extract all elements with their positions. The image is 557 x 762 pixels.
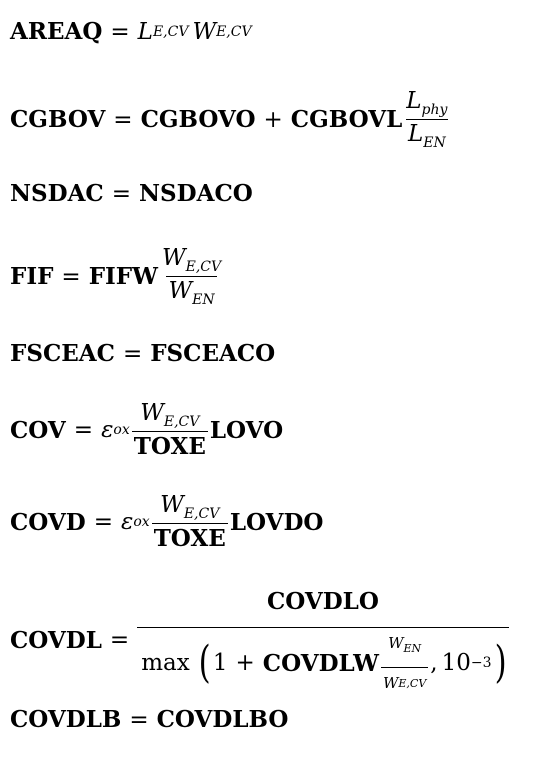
eq-term: CGBOVO bbox=[140, 106, 256, 133]
eq-term: LOVO bbox=[209, 416, 284, 444]
eq-lhs: COVDL bbox=[10, 626, 102, 654]
eq-exponent: −3 bbox=[470, 655, 492, 671]
eq-subscript: E,CV bbox=[185, 259, 222, 275]
eq-epsilon: ε bbox=[121, 509, 134, 535]
eq-equals: = bbox=[109, 627, 130, 653]
frac-denominator: W bbox=[168, 278, 193, 304]
eq-lhs: COV bbox=[10, 416, 66, 444]
eq-term: W bbox=[192, 18, 217, 45]
eq-equals: = bbox=[61, 263, 81, 290]
eq-term: FIFW bbox=[88, 263, 158, 290]
eq-subscript: E,CV bbox=[398, 676, 427, 690]
eq-equals: = bbox=[122, 340, 143, 367]
eq-left-paren: ( bbox=[198, 637, 211, 688]
eq-fraction: WE,CV TOXE bbox=[151, 492, 228, 552]
eq-subscript: phy bbox=[421, 102, 448, 118]
frac-numerator: COVDLO bbox=[266, 588, 379, 615]
eq-equals: = bbox=[110, 18, 130, 45]
eq-equals: = bbox=[111, 180, 132, 207]
eq-equals: = bbox=[129, 706, 149, 733]
eq-plus: + bbox=[263, 106, 283, 133]
eq-subscript: E,CV bbox=[183, 506, 220, 522]
frac-numerator: L bbox=[406, 88, 422, 114]
frac-denominator: L bbox=[407, 121, 424, 147]
frac-numerator: W bbox=[388, 634, 404, 652]
eq-term: LOVDO bbox=[229, 508, 324, 536]
eq-subscript: E,CV bbox=[152, 23, 189, 40]
equation-fsceac: FSCEAC = FSCEACO bbox=[10, 340, 275, 367]
frac-numerator: W bbox=[161, 245, 186, 271]
frac-numerator: W bbox=[140, 400, 164, 426]
eq-subscript: EN bbox=[403, 642, 422, 655]
eq-plus: + bbox=[235, 650, 255, 676]
eq-subscript: EN bbox=[423, 135, 446, 151]
eq-equals: = bbox=[113, 106, 133, 133]
eq-subscript: ox bbox=[133, 514, 150, 530]
eq-fraction: Lphy LEN bbox=[404, 88, 449, 151]
eq-subscript: E,CV bbox=[163, 414, 200, 430]
eq-right-paren: ) bbox=[494, 637, 507, 688]
equation-covdlb: COVDLB = COVDLBO bbox=[10, 706, 288, 733]
eq-rhs: NSDACO bbox=[139, 180, 253, 207]
eq-ten: 10 bbox=[441, 650, 471, 676]
eq-one: 1 bbox=[212, 650, 228, 676]
eq-fraction: WE,CV WEN bbox=[160, 245, 223, 308]
eq-term: COVDLW bbox=[262, 649, 379, 677]
eq-lhs: AREAQ bbox=[10, 18, 103, 45]
eq-lhs: COVD bbox=[10, 508, 86, 536]
frac-denominator: TOXE bbox=[151, 523, 228, 552]
frac-denominator: W bbox=[382, 674, 399, 692]
equation-cgbov: CGBOV = CGBOVO + CGBOVL Lphy LEN bbox=[10, 88, 451, 151]
eq-subscript: EN bbox=[192, 292, 215, 308]
eq-term: L bbox=[137, 18, 153, 45]
eq-term: CGBOVL bbox=[290, 106, 403, 133]
eq-epsilon: ε bbox=[101, 417, 114, 443]
eq-subscript: ox bbox=[113, 422, 130, 438]
eq-lhs: NSDAC bbox=[10, 180, 104, 207]
eq-lhs: CGBOV bbox=[10, 106, 106, 133]
equation-nsdac: NSDAC = NSDACO bbox=[10, 180, 253, 207]
eq-rhs: COVDLBO bbox=[156, 706, 289, 733]
eq-subscript: E,CV bbox=[216, 23, 252, 40]
eq-comma: , bbox=[430, 650, 438, 676]
eq-lhs: FSCEAC bbox=[10, 340, 115, 367]
frac-numerator: W bbox=[160, 492, 184, 518]
frac-denominator: TOXE bbox=[131, 431, 208, 460]
eq-lhs: COVDLB bbox=[10, 706, 122, 733]
eq-max: max bbox=[141, 650, 190, 676]
equation-fif: FIF = FIFW WE,CV WEN bbox=[10, 245, 225, 308]
eq-rhs: FSCEACO bbox=[150, 340, 276, 367]
eq-fraction: WE,CV TOXE bbox=[131, 400, 208, 460]
eq-lhs: FIF bbox=[10, 263, 54, 290]
eq-equals: = bbox=[73, 417, 94, 443]
eq-equals: = bbox=[93, 509, 114, 535]
